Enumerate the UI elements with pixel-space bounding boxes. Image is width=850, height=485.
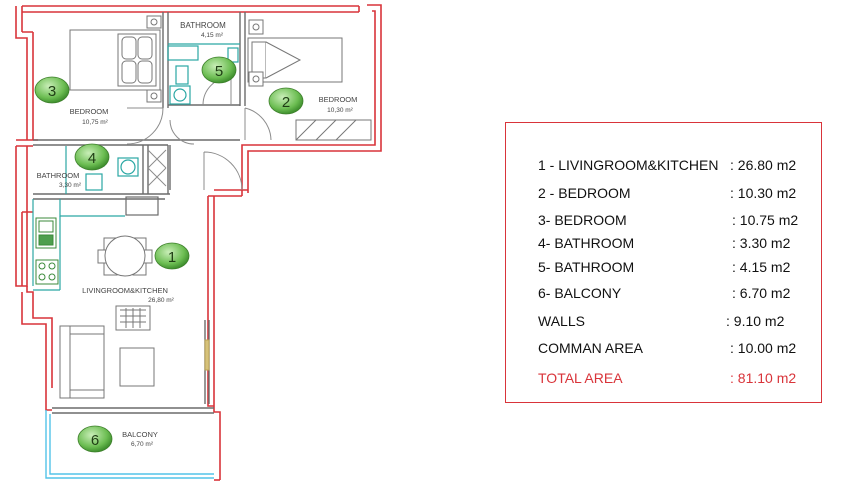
legend-row-bedroom-2: 2 - BEDROOM : 10.30 m2 [538,185,818,205]
room-marker-2: 2 [268,87,304,115]
room-marker-3: 3 [34,76,70,104]
legend-row-common-area: COMMAN AREA : 10.00 m2 [538,340,818,360]
room-marker-1-label: 1 [168,249,176,266]
living-name: LIVINGROOM&KITCHEN [82,286,168,295]
floor-plan: BATHROOM 4,15 m² BEDROOM 10,30 m² BEDROO… [15,4,382,481]
legend-row-bathroom-5: 5- BATHROOM : 4.15 m2 [538,259,818,279]
room-marker-3-label: 3 [48,83,56,100]
bed-right [247,19,372,141]
legend-row-value: : 3.30 m2 [732,235,791,251]
legend-row-value: : 10.75 m2 [732,212,799,228]
legend-row-name: 2 - BEDROOM [538,185,631,201]
legend-row-bathroom-4: 4- BATHROOM : 3.30 m2 [538,235,818,255]
legend-row-name: WALLS [538,313,585,329]
legend-total-name: TOTAL AREA [538,370,623,386]
kitchen-counter [32,196,159,291]
room-marker-5: 5 [201,56,237,84]
legend-row-livingroom-kitchen: 1 - LIVINGROOM&KITCHEN : 26.80 m2 [538,157,818,177]
bedroom-right-area: 10,30 m² [327,107,353,114]
kitchen-sink [35,217,57,249]
room-marker-4: 4 [74,143,110,171]
kitchen-stove [35,259,59,285]
room-marker-1: 1 [154,242,190,270]
balcony-name: BALCONY [122,430,158,439]
living-furniture [59,305,210,399]
room-marker-5-label: 5 [215,63,223,80]
room-markers: 1 2 3 4 5 6 [34,56,304,453]
legend-row-value: : 26.80 m2 [730,157,797,173]
legend-row-name: 1 - LIVINGROOM&KITCHEN [538,157,719,173]
outer-walls [15,4,382,481]
room-marker-2-label: 2 [282,94,290,111]
legend-row-value: : 9.10 m2 [726,313,785,329]
area-legend: 1 - LIVINGROOM&KITCHEN : 26.80 m2 2 - BE… [505,122,822,403]
bathroom-small-name: BATHROOM [37,171,80,180]
legend-row-walls: WALLS : 9.10 m2 [538,313,818,333]
legend-row-name: 4- BATHROOM [538,235,635,251]
bedroom-left-name: BEDROOM [70,107,109,116]
legend-row-name: 6- BALCONY [538,285,622,301]
legend-row-balcony-6: 6- BALCONY : 6.70 m2 [538,285,818,305]
bathroom-top-fixtures [167,43,240,105]
bed-left [69,15,162,103]
bedroom-right-name: BEDROOM [319,95,358,104]
room-marker-6: 6 [77,425,113,453]
legend-row-value: : 4.15 m2 [732,259,791,275]
legend-row-name: 5- BATHROOM [538,259,635,275]
door-swings [126,76,272,191]
room-labels: BATHROOM 4,15 m² BEDROOM 10,30 m² BEDROO… [37,21,358,448]
balcony-area: 6,70 m² [131,441,154,448]
legend-row-value: : 6.70 m2 [732,285,791,301]
legend-row-name: COMMAN AREA [538,340,644,356]
dining-table [97,235,153,277]
bedroom-left-area: 10,75 m² [82,119,108,126]
room-marker-4-label: 4 [88,150,96,167]
legend-row-name: 3- BEDROOM [538,212,627,228]
legend-row-value: : 10.30 m2 [730,185,797,201]
legend-total-value: : 81.10 m2 [730,370,797,386]
legend-row-total-area: TOTAL AREA : 81.10 m2 [538,370,818,390]
legend-row-value: : 10.00 m2 [730,340,797,356]
bathroom-top-area: 4,15 m² [201,32,224,39]
bathroom-small-area: 3,30 m² [59,182,82,189]
balcony-railing [45,410,214,479]
room-marker-6-label: 6 [91,432,99,449]
legend-row-bedroom-3: 3- BEDROOM : 10.75 m2 [538,212,818,232]
interior-walls [33,12,246,414]
bathroom-top-name: BATHROOM [180,21,226,30]
living-area: 26,80 m² [148,297,174,304]
